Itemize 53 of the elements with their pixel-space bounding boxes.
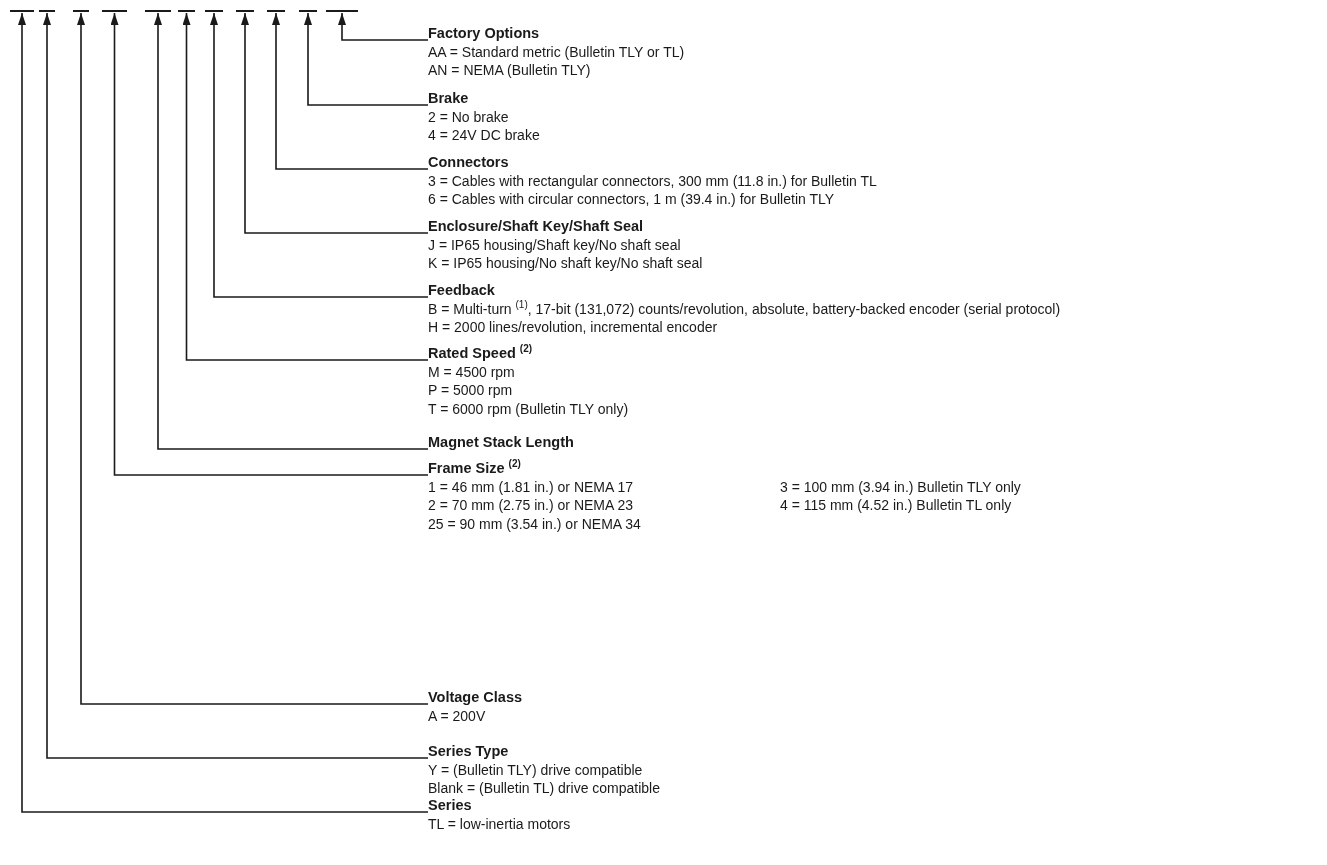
- code-description: K = IP65 housing/No shaft key/No shaft seal: [428, 254, 703, 273]
- field-heading: Feedback: [428, 281, 496, 300]
- field-heading: Series Type: [428, 742, 510, 761]
- code-description: 25 = 90 mm (3.54 in.) or NEMA 34: [428, 514, 642, 533]
- code-description: 2 = No brake: [428, 107, 510, 126]
- code-description: 4 = 24V DC brake: [428, 126, 540, 145]
- field-heading: Connectors: [428, 153, 510, 172]
- code-description: Blank = (Bulletin TL) drive compatible: [428, 779, 661, 798]
- leader-arrow: [338, 12, 429, 41]
- code-description: 1 = 46 mm (1.81 in.) or NEMA 17: [428, 477, 635, 496]
- code-description: 4 = 115 mm (4.52 in.) Bulletin TL only: [780, 496, 1013, 515]
- code-description: 6 = Cables with circular connectors, 1 m (39.4 in.) for Bulletin TLY: [428, 190, 836, 209]
- field-heading: Series: [428, 796, 473, 815]
- leader-arrow: [272, 12, 429, 170]
- blank-bar: [39, 10, 55, 13]
- field-heading: Voltage Class: [428, 688, 523, 707]
- code-description: A = 200V: [428, 706, 487, 725]
- blank-bar: [267, 10, 285, 13]
- leader-arrow: [304, 12, 429, 106]
- blank-bar: [102, 10, 127, 13]
- code-description: AN = NEMA (Bulletin TLY): [428, 61, 592, 80]
- blank-bar: [10, 10, 34, 13]
- leader-arrow: [210, 12, 429, 298]
- field-heading: Frame Size $^{(2)}$: [428, 459, 522, 478]
- blank-bar: [205, 10, 223, 13]
- leader-arrow: [77, 12, 429, 705]
- blank-bar: [299, 10, 317, 13]
- code-description: B = Multi-turn $^{(1)}$, 17-bit (131,072) counts/revolution, absolute, battery-backed encoder (serial protocol): [428, 299, 1061, 318]
- blank-bar: [178, 10, 195, 13]
- field-heading: Magnet Stack Length: [428, 433, 574, 452]
- code-description: 3 = 100 mm (3.94 in.) Bulletin TLY only: [780, 477, 1021, 496]
- field-heading: Factory Options: [428, 24, 541, 43]
- code-description: 2 = 70 mm (2.75 in.) or NEMA 23: [428, 496, 635, 515]
- code-description: TL = low-inertia motors: [428, 814, 571, 833]
- blank-bar: [73, 10, 89, 13]
- code-description: H = 2000 lines/revolution, incremental encoder: [428, 318, 719, 337]
- leader-arrow: [182, 12, 429, 361]
- leader-arrow: [110, 12, 429, 476]
- code-description: J = IP65 housing/Shaft key/No shaft seal: [428, 235, 682, 254]
- leader-arrow: [154, 12, 429, 450]
- code-description: M = 4500 rpm: [428, 362, 516, 381]
- field-heading: Brake: [428, 89, 470, 108]
- code-description: 3 = Cables with rectangular connectors, 300 mm (11.8 in.) for Bulletin TL: [428, 171, 877, 190]
- field-heading: Enclosure/Shaft Key/Shaft Seal: [428, 217, 645, 236]
- code-description: AA = Standard metric (Bulletin TLY or TL): [428, 42, 685, 61]
- blank-bar: [236, 10, 254, 13]
- code-description: Y = (Bulletin TLY) drive compatible: [428, 760, 644, 779]
- code-description: T = 6000 rpm (Bulletin TLY only): [428, 399, 629, 418]
- leader-arrow: [241, 12, 429, 234]
- blank-bar: [145, 10, 171, 13]
- field-heading: Rated Speed $^{(2)}$: [428, 344, 534, 363]
- blank-bar: [326, 10, 358, 13]
- code-description: P = 5000 rpm: [428, 381, 514, 400]
